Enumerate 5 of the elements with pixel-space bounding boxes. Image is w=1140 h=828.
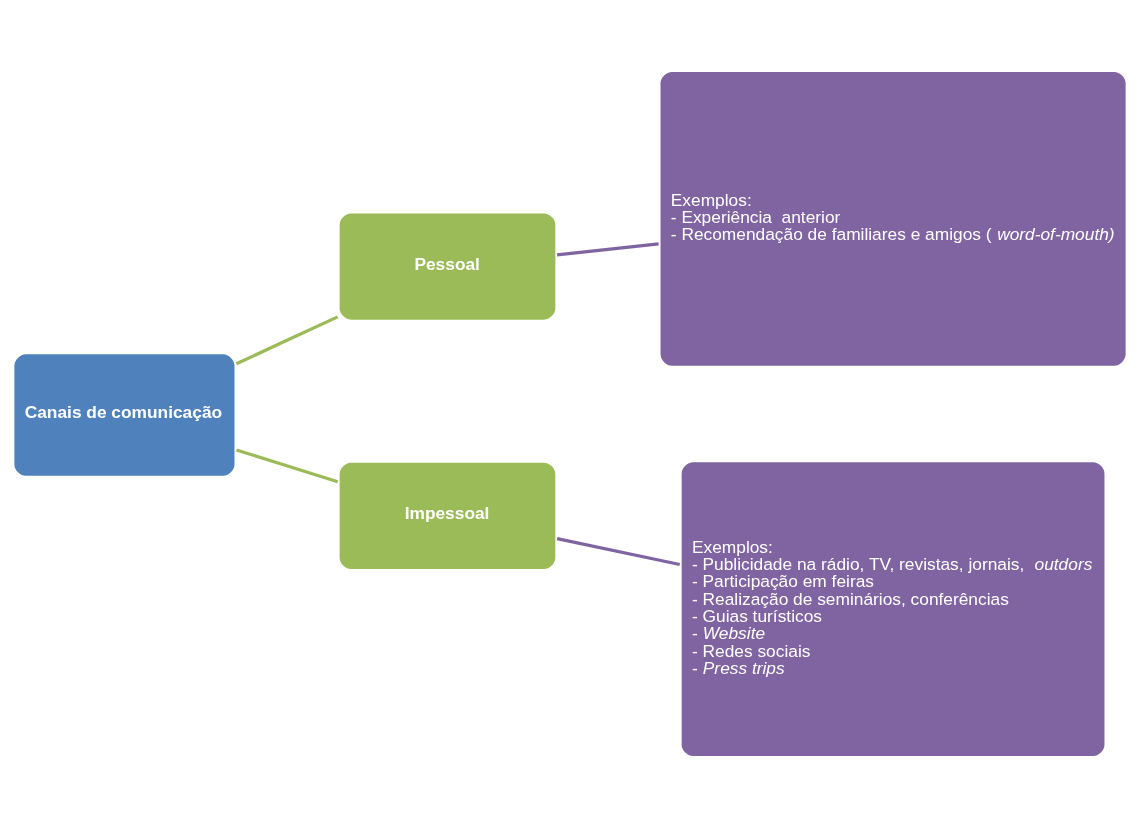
connector <box>235 448 339 484</box>
node-box: Pessoal <box>336 210 559 323</box>
connector <box>235 315 339 366</box>
connector <box>556 242 659 257</box>
connector <box>556 537 681 567</box>
